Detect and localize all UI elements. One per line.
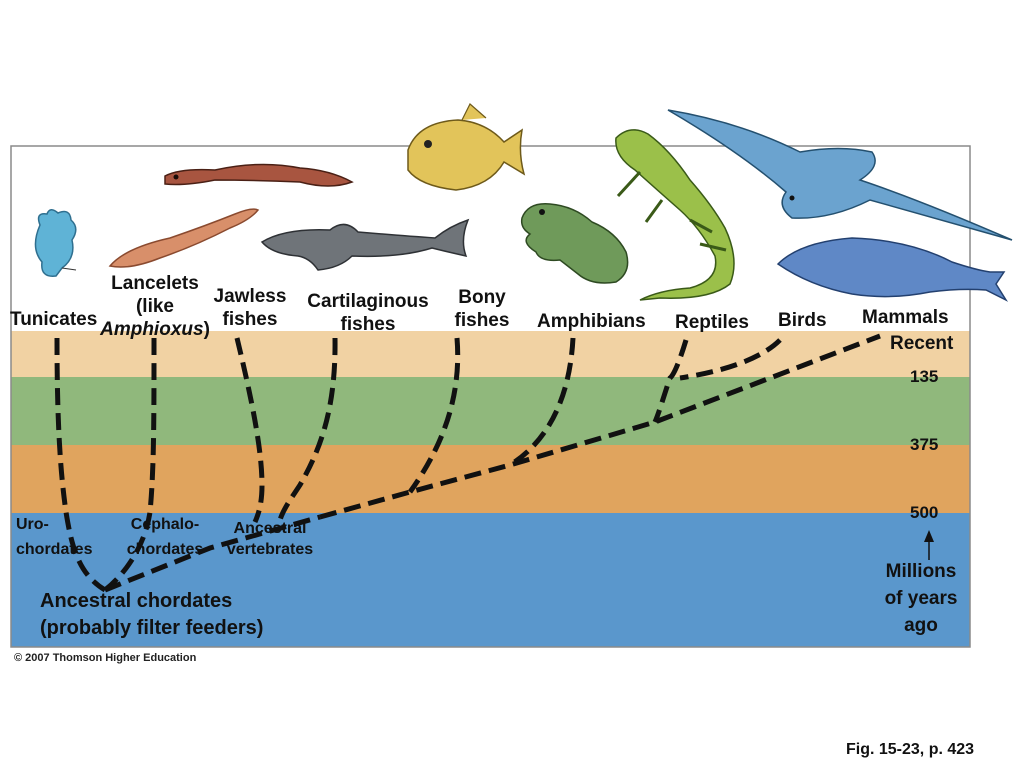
label-lancelets-line2: (like <box>135 296 175 317</box>
label-lancelets: Lancelets (like Amphioxus) <box>98 272 212 341</box>
label-cartilaginous-fishes: Cartilaginous fishes <box>292 290 444 336</box>
band-135-mya <box>11 377 970 445</box>
label-tunicates: Tunicates <box>10 309 98 330</box>
branch-vertebrate-trunk <box>319 333 881 520</box>
figure-caption: Fig. 15-23, p. 423 <box>846 741 975 758</box>
branch-amphibians <box>508 337 576 468</box>
label-reptiles: Reptiles <box>675 312 749 333</box>
label-ancchord-line1: Ancestral chordates <box>40 590 233 612</box>
branch-birds <box>679 338 782 381</box>
label-uro-line2: chordates <box>16 541 93 558</box>
band-recent <box>11 331 970 377</box>
time-units-line3: ago <box>904 615 938 636</box>
copyright: © 2007 Thomson Higher Education <box>14 652 197 664</box>
bony-fish-icon <box>407 103 526 191</box>
branch-lancelets <box>103 337 157 592</box>
time-375: 375 <box>910 435 939 454</box>
label-mammals: Mammals <box>862 307 949 328</box>
label-cephalo-line1: Cephalo- <box>130 516 200 533</box>
time-500: 500 <box>910 503 939 522</box>
label-urochordates: Uro- chordates <box>16 514 92 560</box>
time-recent: Recent <box>890 333 954 354</box>
branch-jawless-fishes <box>234 337 265 523</box>
lizard-icon <box>615 129 735 301</box>
label-ancvert-line1: Ancestral <box>233 520 307 537</box>
branch-cartilaginous-fishes <box>277 337 338 521</box>
band-500-mya <box>11 513 970 647</box>
label-cephalochordates: Cephalo- chordates <box>116 514 214 560</box>
tunicate-icon <box>34 209 77 277</box>
branch-bony-fishes <box>407 337 461 494</box>
label-jawless-fishes: Jawless fishes <box>202 285 298 331</box>
label-amphioxus-close: ) <box>203 319 210 340</box>
label-bony-fishes: Bony fishes <box>440 286 524 332</box>
label-ancestral-chordates: Ancestral chordates (probably filter fee… <box>40 588 263 642</box>
time-units-line1: Millions <box>885 561 957 582</box>
time-units-line2: of years <box>884 588 958 609</box>
branch-reptiles <box>652 339 689 423</box>
time-135: 135 <box>910 367 939 386</box>
frog-icon <box>520 203 629 284</box>
branch-ancestral-chordates-to-vertebrates <box>104 514 321 593</box>
label-jawless-line2: fishes <box>222 309 278 330</box>
label-bony-line2: fishes <box>454 310 510 331</box>
time-units: Millions of years ago <box>872 560 970 637</box>
label-cartilaginous-line1: Cartilaginous <box>307 291 429 312</box>
label-cartilaginous-line2: fishes <box>340 314 396 335</box>
label-amphibians: Amphibians <box>537 311 646 332</box>
label-amphioxus: Amphioxus <box>100 319 204 340</box>
label-jawless-line1: Jawless <box>213 286 287 307</box>
label-uro-line1: Uro- <box>16 516 49 533</box>
label-ancestral-vertebrates: Ancestral vertebrates <box>214 518 326 560</box>
label-bony-line1: Bony <box>458 287 506 308</box>
branch-tunicates <box>54 337 107 593</box>
whale-icon <box>776 237 1009 302</box>
label-lancelets-line3: Amphioxus) <box>98 318 212 341</box>
label-lancelets-line1: Lancelets <box>111 273 199 294</box>
albatross-icon <box>667 109 1013 241</box>
label-birds: Birds <box>778 310 827 331</box>
shark-icon <box>260 218 470 271</box>
band-375-mya <box>11 445 970 513</box>
lamprey-icon <box>164 163 354 187</box>
lancelet-icon <box>108 208 260 268</box>
label-ancchord-line2: (probably filter feeders) <box>40 617 264 639</box>
time-arrow <box>924 530 934 560</box>
label-ancvert-line2: vertebrates <box>226 541 314 558</box>
label-cephalo-line2: chordates <box>126 541 204 558</box>
